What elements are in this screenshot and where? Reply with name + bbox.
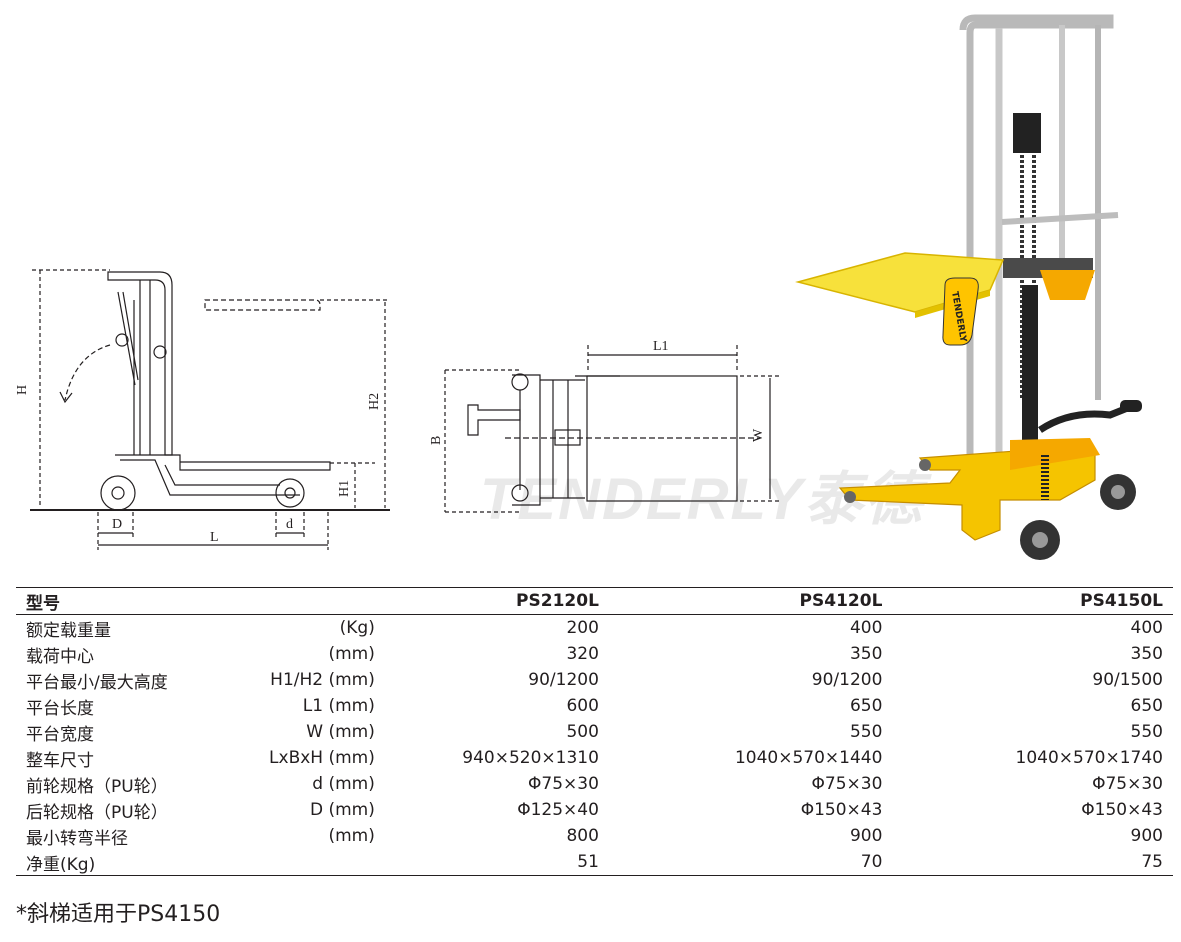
table-header-cell: PS4120L: [598, 587, 883, 615]
table-row: 整车尺寸 LxBxH (mm) 940×520×1310 1040×570×1440 1…: [16, 745, 1173, 771]
table-cell: 500: [566, 722, 599, 742]
table-cell: Φ75×30: [528, 774, 599, 794]
table-row: 平台长度 L1 (mm) 600 650 650: [16, 693, 1173, 719]
dim-label-L: L: [210, 530, 219, 545]
table-cell: 600: [566, 696, 599, 716]
table-cell: H1/H2 (mm): [270, 670, 375, 690]
table-cell: 后轮规格（PU轮）: [26, 802, 168, 823]
table-cell: 前轮规格（PU轮）: [26, 776, 168, 797]
dim-label-B: B: [429, 436, 444, 445]
table-row: 前轮规格（PU轮） d (mm) Φ75×30 Φ75×30 Φ75×30: [16, 771, 1173, 797]
table-cell: 平台最小/最大高度: [26, 672, 168, 693]
table-cell: 净重(Kg): [16, 849, 256, 876]
table-cell: 650: [849, 696, 883, 716]
technical-drawings: H H2 H1 D d L L1 B W TENDERLY: [15, 14, 1142, 560]
table-cell: 额定载重量: [26, 620, 111, 641]
top-view-drawing: [444, 345, 780, 513]
product-image: TENDERLY: [795, 14, 1142, 560]
table-header-cell: PS2120L: [374, 587, 599, 615]
table-cell: 400: [849, 618, 883, 638]
table-cell: L1 (mm): [302, 696, 375, 716]
table-row: 额定载重量 (Kg) 200 400 400: [16, 615, 1173, 642]
table-row: 载荷中心 (mm) 320 350 350: [16, 641, 1173, 667]
table-cell: 550: [1130, 722, 1163, 742]
table-cell: 90/1200: [811, 670, 883, 690]
table-header-cell: [255, 587, 375, 615]
table-cell: 最小转弯半径: [26, 828, 128, 849]
table-row: 最小转弯半径 (mm) 800 900 900: [16, 823, 1173, 849]
table-cell: 350: [849, 644, 883, 664]
table-cell: [255, 849, 375, 876]
table-cell: 70: [598, 849, 883, 876]
side-view-drawing: [30, 269, 390, 550]
table-cell: 1040×570×1440: [734, 748, 883, 768]
table-cell: 51: [374, 849, 599, 876]
table-cell: Φ75×30: [811, 774, 883, 794]
table-cell: W (mm): [306, 722, 375, 742]
table-cell: 320: [566, 644, 599, 664]
table-cell: D (mm): [309, 800, 375, 820]
dim-label-W: W: [751, 428, 766, 442]
table-cell: 75: [882, 849, 1173, 876]
table-cell: (mm): [328, 826, 375, 846]
footnote: *斜梯适用于PS4150: [16, 902, 221, 927]
table-cell: 940×520×1310: [462, 748, 599, 768]
table-cell: 90/1200: [528, 670, 599, 690]
dim-label-H: H: [15, 385, 30, 395]
table-header-cell: PS4150L: [882, 587, 1173, 615]
table-cell: Φ150×43: [1081, 800, 1163, 820]
table-cell: 整车尺寸: [26, 750, 94, 771]
table-cell: Φ125×40: [517, 800, 599, 820]
dim-label-H1: H1: [337, 480, 352, 497]
table-cell: 平台长度: [26, 698, 94, 719]
table-cell: 载荷中心: [26, 646, 94, 667]
table-header-cell: 型号: [16, 587, 256, 615]
table-cell: 400: [1130, 618, 1163, 638]
table-cell: 1040×570×1740: [1015, 748, 1163, 768]
table-row: 后轮规格（PU轮） D (mm) Φ125×40 Φ150×43 Φ150×43: [16, 797, 1173, 823]
table-cell: (Kg): [339, 618, 375, 638]
table-cell: 800: [566, 826, 599, 846]
table-cell: Φ150×43: [800, 800, 883, 820]
table-cell: 350: [1130, 644, 1163, 664]
table-row: 平台宽度 W (mm) 500 550 550: [16, 719, 1173, 745]
dim-label-d: d: [286, 517, 293, 532]
table-cell: 平台宽度: [26, 724, 94, 745]
table-cell: (mm): [328, 644, 375, 664]
table-cell: LxBxH (mm): [269, 748, 375, 768]
table-cell: 200: [566, 618, 599, 638]
table-cell: 550: [849, 722, 883, 742]
table-cell: d (mm): [312, 774, 375, 794]
dim-label-D: D: [112, 517, 122, 532]
table-cell: 900: [1130, 826, 1163, 846]
dim-label-H2: H2: [367, 393, 382, 410]
dim-label-L1: L1: [653, 339, 669, 354]
table-cell: Φ75×30: [1092, 774, 1163, 794]
table-cell: 650: [1130, 696, 1163, 716]
table-cell: 90/1500: [1092, 670, 1163, 690]
table-cell: 900: [849, 826, 883, 846]
table-row: 平台最小/最大高度 H1/H2 (mm) 90/1200 90/1200 90/1500: [16, 667, 1173, 693]
